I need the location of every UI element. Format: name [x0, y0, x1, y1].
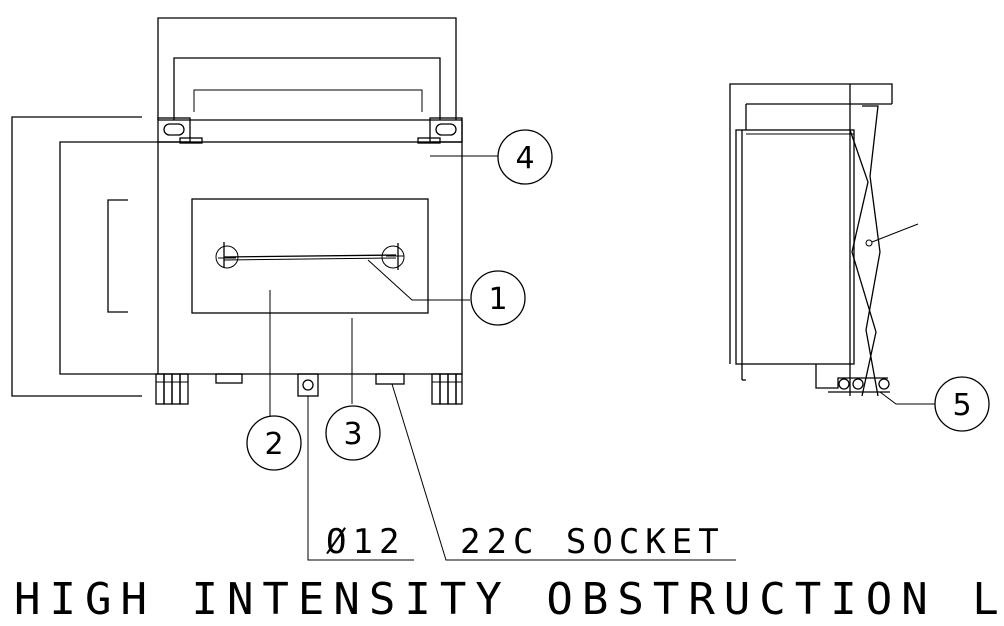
- front-view: [11, 17, 736, 561]
- svg-text:4: 4: [515, 141, 534, 176]
- side-top-frame: [729, 83, 893, 364]
- rear-bracket: [11, 116, 142, 397]
- leader-hole: [307, 396, 414, 561]
- leader-5: [879, 391, 936, 405]
- side-clamp: [107, 199, 128, 313]
- side-door: [849, 84, 881, 397]
- leader-socket: [391, 383, 736, 561]
- callout-3: 3: [325, 405, 381, 461]
- right-lug-slot: [435, 123, 457, 136]
- leader-1: [367, 259, 470, 301]
- back-panel: [59, 141, 158, 375]
- housing-body: [157, 141, 463, 375]
- lamp-tube: [215, 242, 405, 270]
- callout-5: 5: [934, 376, 990, 432]
- socket-note: 22C SOCKET: [460, 522, 725, 562]
- svg-text:5: 5: [952, 388, 971, 423]
- bottom-fittings: [155, 373, 463, 405]
- frame-bracket: [193, 89, 423, 112]
- inner-frame: [173, 57, 441, 120]
- svg-text:1: 1: [488, 282, 507, 317]
- left-lug-slot: [163, 123, 185, 136]
- callout-1: 1: [470, 270, 526, 326]
- side-housing: [735, 129, 855, 365]
- lens-window: [191, 198, 429, 314]
- drawing-title: HIGH INTENSITY OBSTRUCTION LIGHT: [14, 574, 1004, 625]
- leader-side: [871, 223, 919, 243]
- right-hinge: [417, 137, 441, 144]
- hole-note: Ø12: [326, 522, 405, 562]
- mounting-frame: [157, 17, 457, 120]
- side-pivot: [865, 239, 873, 247]
- housing-top-band: [158, 119, 463, 142]
- side-view: [729, 83, 936, 405]
- right-lug: [429, 117, 463, 143]
- svg-text:2: 2: [264, 427, 283, 462]
- callout-2: 2: [246, 415, 302, 471]
- side-bottom-hinge: [815, 364, 890, 393]
- svg-text:3: 3: [343, 417, 362, 452]
- callout-4: 4: [497, 129, 553, 185]
- left-hinge: [179, 137, 203, 144]
- left-lug: [157, 117, 191, 143]
